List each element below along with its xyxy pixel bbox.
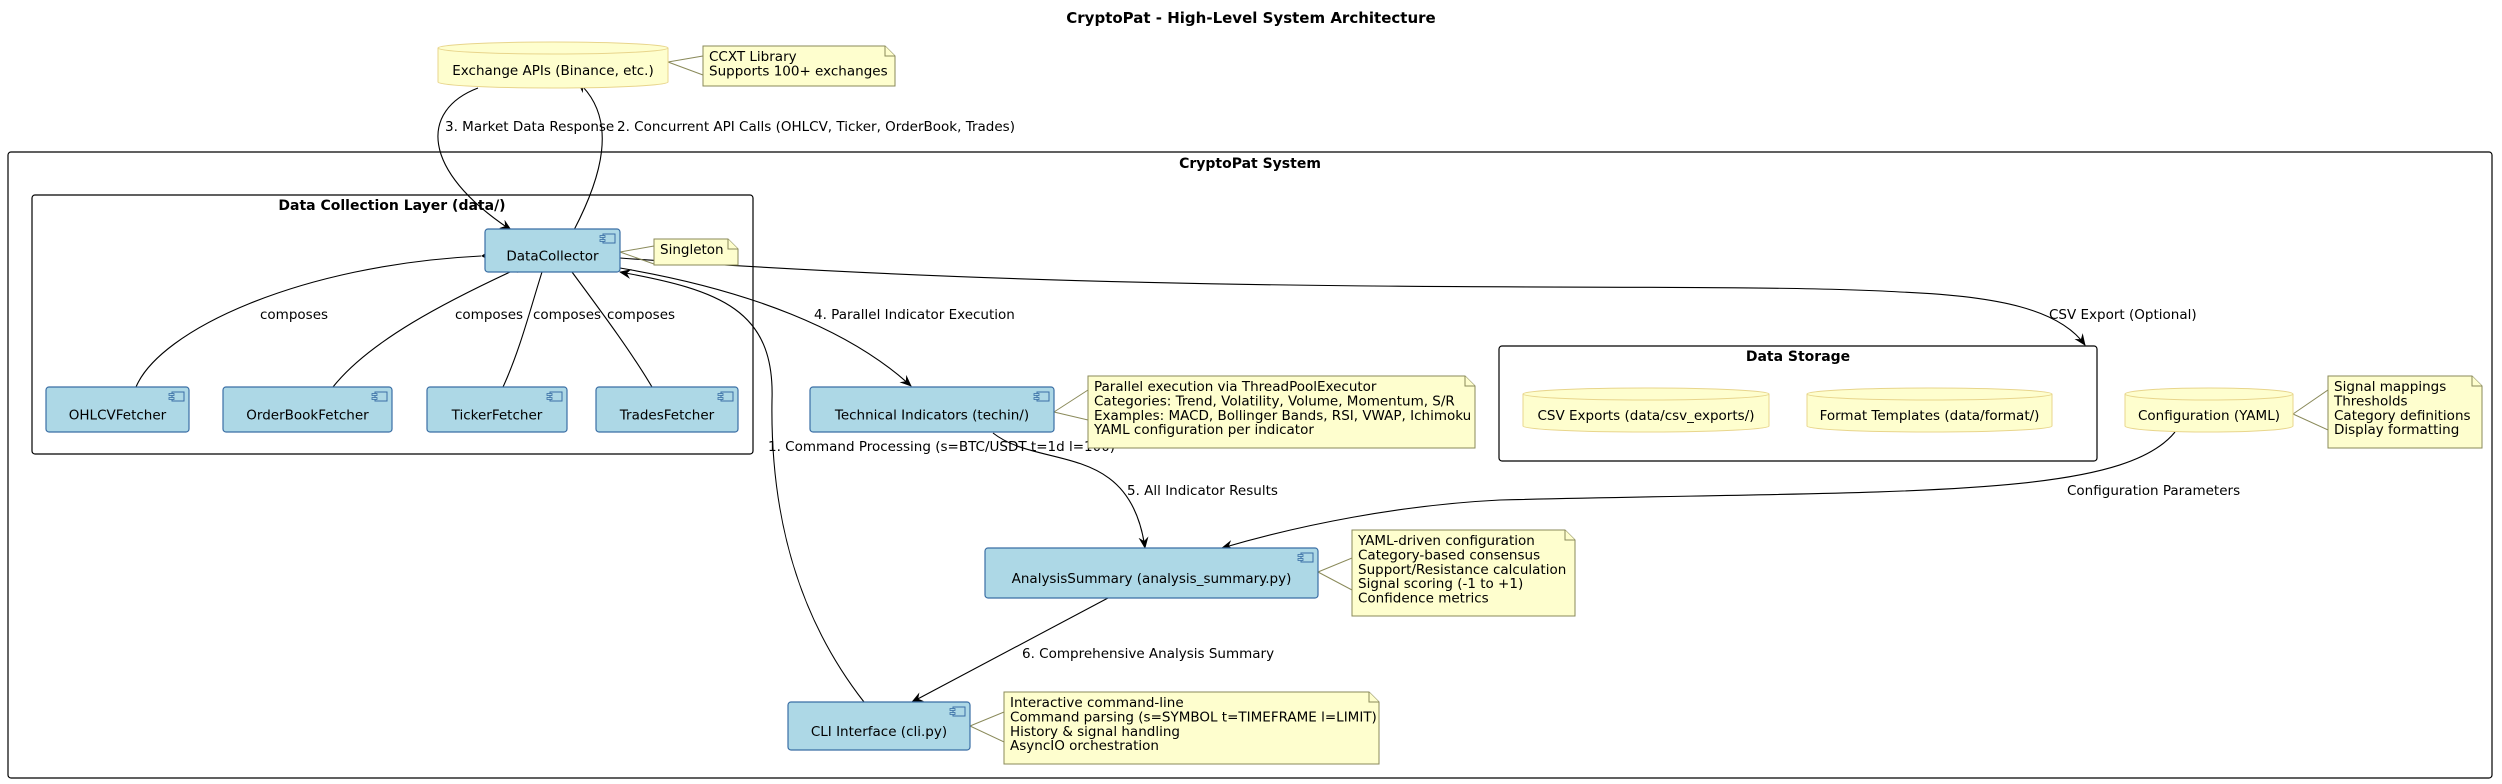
edge-composes-orderbook bbox=[332, 265, 523, 388]
edge-composes-ticker bbox=[502, 258, 548, 388]
note-configuration-line: Category definitions bbox=[2334, 408, 2471, 424]
note-cli-interface-line: History & signal handling bbox=[1010, 724, 1180, 740]
db-format-templates: Format Templates (data/format/) bbox=[1806, 387, 2053, 433]
note-analysis-summary-line: Support/Resistance calculation bbox=[1358, 562, 1566, 578]
db-format-templates-label: Format Templates (data/format/) bbox=[1820, 408, 2040, 424]
label-composes-3: composes bbox=[533, 307, 601, 323]
note-technical-indicators-line: Categories: Trend, Volatility, Volume, M… bbox=[1094, 393, 1455, 409]
edge-config-params bbox=[1221, 431, 2176, 550]
edge-api-calls bbox=[573, 81, 603, 231]
note-configuration-line: Thresholds bbox=[2333, 393, 2408, 409]
label-market-response: 3. Market Data Response bbox=[445, 119, 614, 135]
label-csv-export: CSV Export (Optional) bbox=[2049, 307, 2197, 323]
label-api-calls: 2. Concurrent API Calls (OHLCV, Ticker, … bbox=[617, 119, 1015, 135]
edge-labels: 3. Market Data Response 2. Concurrent AP… bbox=[260, 119, 2240, 662]
frame-cryptopat-system: CryptoPat System bbox=[7, 151, 2493, 779]
component-ohlcv-fetcher-label: OHLCVFetcher bbox=[69, 408, 167, 424]
component-icon bbox=[168, 391, 185, 402]
component-trades-fetcher-label: TradesFetcher bbox=[619, 408, 715, 424]
label-composes-2: composes bbox=[455, 307, 523, 323]
label-summary: 6. Comprehensive Analysis Summary bbox=[1022, 646, 1274, 662]
frame-data-collection-layer: Data Collection Layer (data/) bbox=[31, 194, 754, 455]
note-ccxt-line: CCXT Library bbox=[709, 49, 797, 65]
note-configuration-line: Display formatting bbox=[2334, 422, 2459, 438]
component-data-collector[interactable]: DataCollector bbox=[484, 228, 621, 273]
note-configuration-line: Signal mappings bbox=[2334, 379, 2446, 395]
component-icon bbox=[546, 391, 563, 402]
diagram-title: CryptoPat - High-Level System Architectu… bbox=[1066, 9, 1435, 27]
note-cli-interface-line: Interactive command-line bbox=[1010, 695, 1184, 711]
note-singleton: Singleton bbox=[653, 238, 739, 266]
label-composes-4: composes bbox=[607, 307, 675, 323]
component-icon bbox=[1297, 552, 1314, 563]
note-analysis-summary-line: Category-based consensus bbox=[1358, 547, 1540, 563]
component-icon bbox=[717, 391, 734, 402]
component-ticker-fetcher[interactable]: TickerFetcher bbox=[426, 386, 568, 433]
component-analysis-summary[interactable]: AnalysisSummary (analysis_summary.py) bbox=[984, 547, 1319, 599]
component-orderbook-fetcher[interactable]: OrderBookFetcher bbox=[222, 386, 393, 433]
edge-composes-ohlcv bbox=[135, 251, 495, 388]
frame-title-data-storage: Data Storage bbox=[1746, 349, 1850, 365]
component-technical-indicators[interactable]: Technical Indicators (techin/) bbox=[809, 386, 1055, 433]
edge-market-response bbox=[437, 87, 512, 231]
database-nodes: Exchange APIs (Binance, etc.) CSV Exports… bbox=[437, 41, 2294, 433]
note-cli-interface-line: AsyncIO orchestration bbox=[1010, 738, 1159, 754]
note-technical-indicators-line: YAML configuration per indicator bbox=[1093, 422, 1314, 438]
label-composes-1: composes bbox=[260, 307, 328, 323]
note-technical-indicators-line: Parallel execution via ThreadPoolExecuto… bbox=[1094, 379, 1377, 395]
component-trades-fetcher[interactable]: TradesFetcher bbox=[595, 386, 739, 433]
note-analysis-summary: YAML-driven configurationCategory-based … bbox=[1351, 529, 1576, 617]
component-icon bbox=[371, 391, 388, 402]
db-configuration-label: Configuration (YAML) bbox=[2138, 408, 2280, 424]
component-cli-interface[interactable]: CLI Interface (cli.py) bbox=[787, 701, 971, 751]
component-icon bbox=[949, 706, 966, 717]
label-parallel-execution: 4. Parallel Indicator Execution bbox=[814, 307, 1015, 323]
component-icon bbox=[599, 233, 616, 244]
db-exchange-apis: Exchange APIs (Binance, etc.) bbox=[437, 41, 669, 89]
note-analysis-summary-line: YAML-driven configuration bbox=[1357, 533, 1535, 549]
frame-title-data-collection: Data Collection Layer (data/) bbox=[278, 198, 505, 214]
edge-all-results bbox=[992, 432, 1149, 549]
label-config-params: Configuration Parameters bbox=[2067, 483, 2240, 499]
edge-summary bbox=[911, 597, 1109, 703]
edge-parallel-execution bbox=[619, 267, 912, 387]
component-technical-indicators-label: Technical Indicators (techin/) bbox=[834, 408, 1029, 424]
note-analysis-summary-line: Signal scoring (-1 to +1) bbox=[1358, 576, 1523, 592]
label-all-results: 5. All Indicator Results bbox=[1127, 483, 1278, 499]
db-exchange-apis-label: Exchange APIs (Binance, etc.) bbox=[452, 63, 654, 79]
component-ticker-fetcher-label: TickerFetcher bbox=[451, 408, 543, 424]
note-analysis-summary-line: Confidence metrics bbox=[1358, 591, 1489, 607]
component-ohlcv-fetcher[interactable]: OHLCVFetcher bbox=[45, 386, 190, 433]
component-icon bbox=[1033, 391, 1050, 402]
note-ccxt-line: Supports 100+ exchanges bbox=[709, 63, 888, 79]
component-analysis-summary-label: AnalysisSummary (analysis_summary.py) bbox=[1012, 571, 1292, 587]
component-orderbook-fetcher-label: OrderBookFetcher bbox=[246, 408, 369, 424]
note-singleton-line: Singleton bbox=[660, 242, 724, 258]
note-technical-indicators-line: Examples: MACD, Bollinger Bands, RSI, VW… bbox=[1094, 408, 1471, 424]
edge-csv-export bbox=[619, 257, 2086, 346]
note-cli-interface-line: Command parsing (s=SYMBOL t=TIMEFRAME l=… bbox=[1010, 709, 1377, 725]
note-technical-indicators: Parallel execution via ThreadPoolExecuto… bbox=[1087, 375, 1476, 449]
db-csv-exports: CSV Exports (data/csv_exports/) bbox=[1522, 387, 1770, 433]
db-configuration: Configuration (YAML) bbox=[2124, 387, 2294, 433]
component-cli-interface-label: CLI Interface (cli.py) bbox=[811, 724, 947, 740]
edges bbox=[135, 81, 2176, 703]
frame-data-storage: Data Storage bbox=[1498, 345, 2098, 462]
label-command-processing: 1. Command Processing (s=BTC/USDT t=1d l… bbox=[768, 439, 1115, 455]
component-data-collector-label: DataCollector bbox=[506, 249, 599, 265]
db-csv-exports-label: CSV Exports (data/csv_exports/) bbox=[1537, 408, 1754, 424]
frame-title-system: CryptoPat System bbox=[1179, 156, 1321, 172]
edge-composes-trades bbox=[563, 260, 653, 388]
edge-command-processing bbox=[619, 269, 865, 703]
